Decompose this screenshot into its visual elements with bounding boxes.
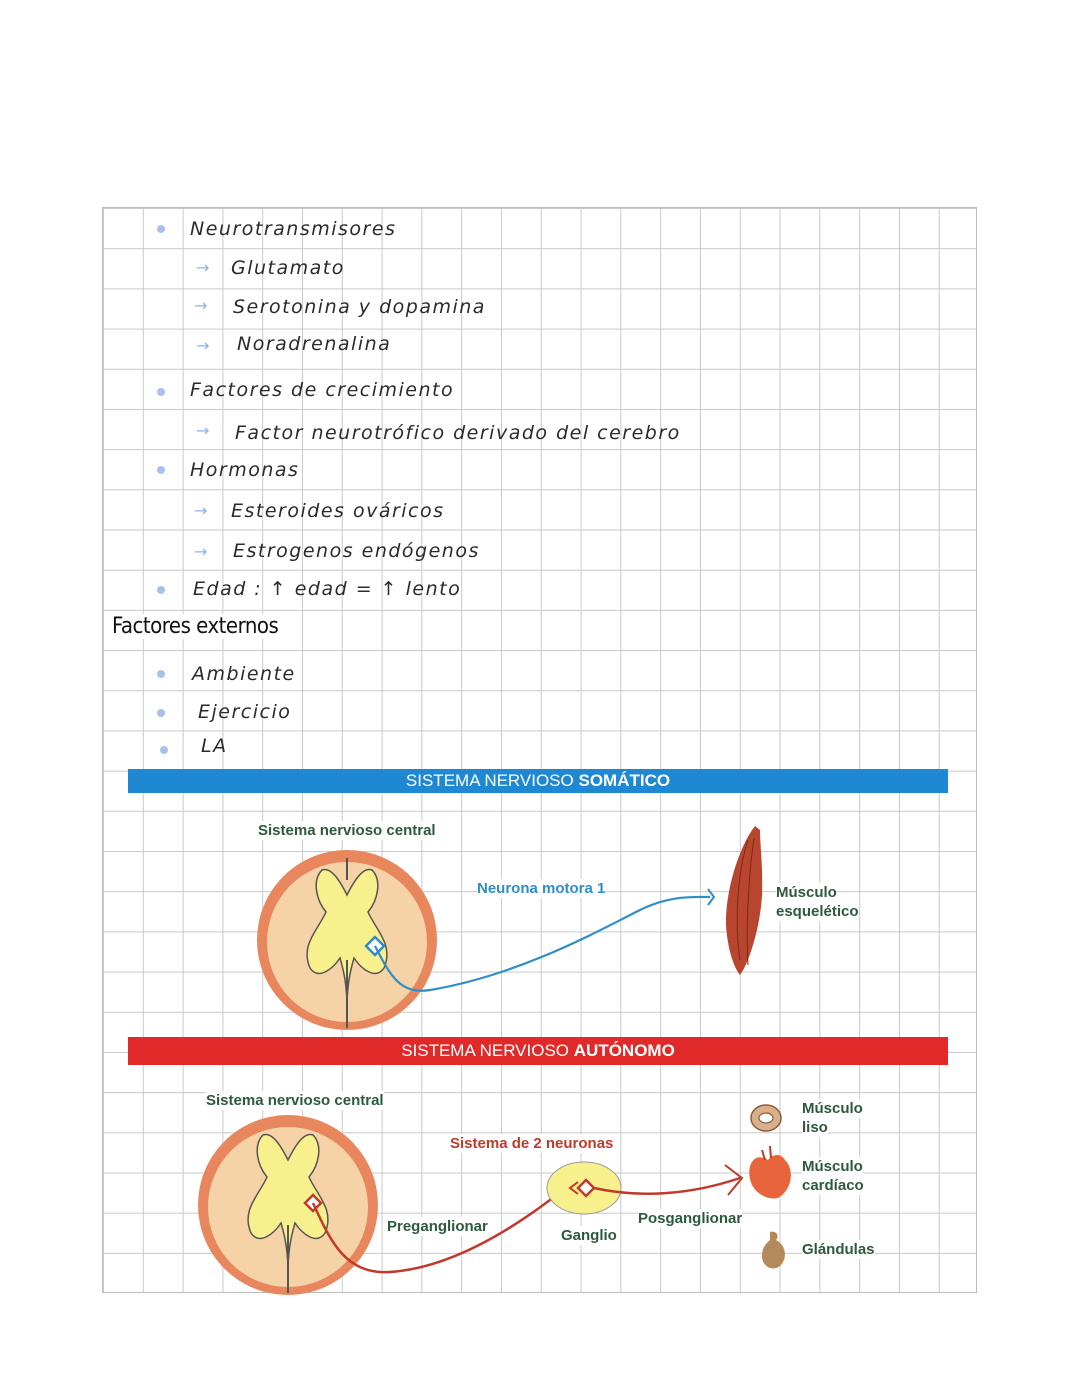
preganglionic-label: Preganglionar (387, 1217, 488, 1236)
smooth-muscle-label-1: Músculo (802, 1099, 863, 1118)
skeletal-muscle-label-2: esquelético (776, 902, 859, 921)
postganglionic-label: Posganglionar (638, 1209, 742, 1228)
two-neuron-system-label: Sistema de 2 neuronas (450, 1134, 613, 1153)
skeletal-muscle-label-1: Músculo (776, 883, 837, 902)
heart-icon (749, 1146, 791, 1198)
cardiac-muscle-label-2: cardíaco (802, 1176, 864, 1195)
skeletal-muscle-icon (726, 826, 762, 975)
cardiac-muscle-label-1: Músculo (802, 1157, 863, 1176)
ganglion-label: Ganglio (561, 1226, 617, 1245)
gland-icon (762, 1232, 785, 1269)
somatic-cns-label: Sistema nervioso central (258, 821, 436, 840)
spinal-cord-somatic-icon (257, 850, 437, 1030)
smooth-muscle-label-2: liso (802, 1118, 828, 1137)
motor-neuron-label: Neurona motora 1 (477, 879, 605, 898)
glands-label: Glándulas (802, 1240, 875, 1259)
smooth-muscle-icon (751, 1105, 781, 1131)
spinal-cord-autonomic-icon (198, 1115, 378, 1295)
autonomic-cns-label: Sistema nervioso central (206, 1091, 384, 1110)
